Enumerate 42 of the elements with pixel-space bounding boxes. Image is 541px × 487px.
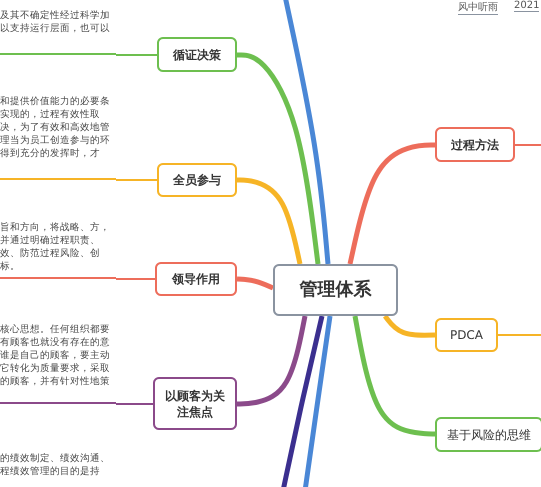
branch-line (116, 179, 157, 181)
note-block (0, 8, 116, 55)
note-block (0, 222, 116, 279)
header-label: 2021 (514, 0, 540, 12)
branch-line (237, 178, 302, 265)
note-text: 和提供价值能力的必要条实现的，过程有效性取决，为了有效和高效地管理当为员工创造参与的环得到充分的发挥时，才 (0, 95, 111, 160)
central-topic-box (273, 264, 398, 316)
topic-box (157, 37, 237, 72)
note-text: 及其不确定性经过科学加以支持运行层面，也可以 (0, 9, 111, 35)
branch-line (116, 403, 153, 405)
branch-line (116, 278, 155, 280)
note-text: 旨和方向，将战略、方，并通过明确过程职责、效、防范过程风险、创标。 (0, 221, 111, 273)
branch-line (237, 316, 308, 406)
topic-label: 管理体系 (300, 282, 372, 298)
branch-line (116, 54, 157, 56)
note-text: 的绩效制定、绩效沟通、程绩效管理的目的是持 (0, 452, 111, 478)
topic-label: 基于风险的思维 (447, 426, 531, 442)
branch-line (348, 142, 435, 265)
branch-line (236, 276, 274, 290)
topic-box (435, 417, 541, 452)
branch-line (280, 315, 324, 487)
topic-label: 循证决策 (173, 46, 221, 62)
topic-box (435, 318, 498, 352)
note-text: 核心思想。任何组织都要有顾客也就没有存在的意谁是自己的顾客，要主动它转化为质量要求，采取的顾客，并有针对性地策 (0, 323, 111, 388)
topic-label: 领导作用 (172, 271, 220, 287)
header-label: 风中听雨 (458, 0, 498, 15)
note-block (0, 94, 116, 180)
branch-line (352, 316, 435, 436)
branch-line (498, 334, 541, 336)
topic-box (155, 262, 237, 296)
topic-box (153, 377, 237, 430)
topic-box (157, 163, 237, 197)
topic-box (435, 127, 515, 162)
branch-line (237, 52, 320, 264)
branch-line (302, 316, 332, 487)
topic-label: PDCA (450, 327, 484, 343)
branch-line (282, 0, 330, 264)
branch-line (515, 144, 541, 146)
topic-label: 过程方法 (451, 136, 499, 152)
topic-label: 以顾客为关注焦点 (164, 388, 226, 420)
branch-line (383, 314, 436, 338)
topic-label: 全员参与 (173, 172, 221, 188)
